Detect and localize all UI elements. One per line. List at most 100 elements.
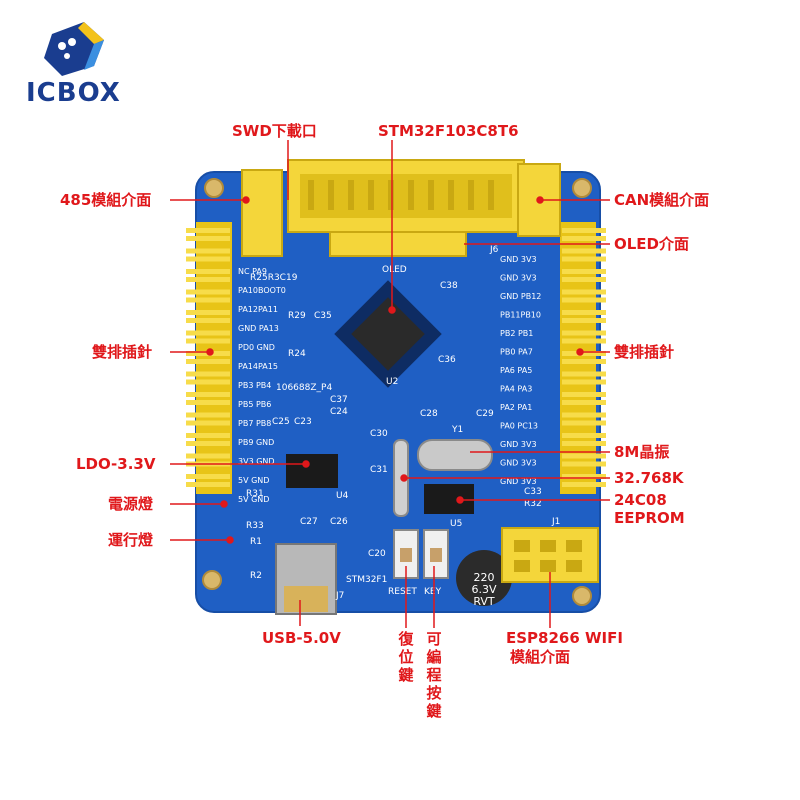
callout-oled: OLED介面 <box>614 235 690 253</box>
silk-r2: R2 <box>250 571 262 581</box>
silk-c38: C38 <box>440 281 458 291</box>
left-pin-label: PA12PA11 <box>238 305 278 314</box>
mount-hole-tr <box>572 178 592 198</box>
callout-header-left: 雙排插針 <box>92 343 153 361</box>
silk-c36: C36 <box>438 355 456 365</box>
callout-power-led: 電源燈 <box>108 495 154 513</box>
silk-u2: U2 <box>386 377 398 387</box>
right-pin <box>562 371 606 377</box>
silk-u4: U4 <box>336 491 349 501</box>
left-pin-header <box>186 222 232 494</box>
right-pin <box>562 236 606 241</box>
left-pin <box>186 330 230 336</box>
callout-wifi-1: ESP8266 WIFI <box>506 629 623 647</box>
silk-oled: OLED <box>382 265 407 275</box>
silk-c29: C29 <box>476 409 494 419</box>
right-pin-label: GND 3V3 <box>500 440 537 449</box>
silk-c23: C23 <box>294 417 312 427</box>
right-pin-label: PB11PB10 <box>500 311 541 320</box>
left-pin <box>186 412 230 418</box>
callout-can: CAN模組介面 <box>614 191 710 209</box>
silk-c24: C24 <box>330 407 348 417</box>
silk-r31: R31 <box>246 489 264 499</box>
left-pin <box>186 420 230 426</box>
silk-r1: R1 <box>250 537 262 547</box>
swd-pin <box>448 180 454 210</box>
callout-lines <box>170 140 610 628</box>
right-pin <box>562 248 606 254</box>
crystal-8m <box>417 439 493 471</box>
right-pin <box>562 433 606 438</box>
eeprom-chip <box>424 484 474 514</box>
silk-y1: Y1 <box>451 425 463 435</box>
cap-voltage-label: 6.3V <box>471 583 496 596</box>
right-pin-label: GND 3V3 <box>500 459 537 468</box>
callout-rs485: 485模組介面 <box>60 191 152 209</box>
right-pin-label: PB0 PA7 <box>500 348 533 357</box>
left-pin <box>186 269 230 274</box>
right-pin <box>562 330 606 336</box>
left-pin-label: PB7 PB8 <box>238 419 271 428</box>
right-pin-label: PA0 PC13 <box>500 422 538 431</box>
silk-r33: R33 <box>246 521 264 531</box>
right-pin <box>562 338 606 344</box>
mount-hole-bl <box>202 570 222 590</box>
left-pin <box>186 379 230 385</box>
swd-pin <box>468 180 474 210</box>
left-pin-label: PD0 GND <box>238 343 275 352</box>
left-pin-label: PA14PA15 <box>238 362 278 371</box>
right-pin-label: GND 3V3 <box>500 255 537 264</box>
right-pin <box>562 474 606 479</box>
key-button <box>423 529 449 579</box>
left-pin-label: 3V3 GND <box>238 457 275 466</box>
left-pin <box>186 236 230 241</box>
brand-name: ICBOX <box>26 78 121 108</box>
rs485-connector <box>241 169 283 257</box>
callout-crystal-8m: 8M晶振 <box>614 443 670 461</box>
electrolytic-capacitor: 220 6.3V RVT <box>456 550 512 608</box>
left-pin <box>186 289 230 295</box>
silk-c30: C30 <box>370 429 388 439</box>
right-pin-header <box>560 222 606 494</box>
right-pin <box>562 482 606 487</box>
cap-series-label: RVT <box>473 595 495 608</box>
silk-board-id: 106688Z_P4 <box>276 383 332 393</box>
silk-c37: C37 <box>330 395 348 405</box>
swd-pin <box>388 180 394 210</box>
oled-connector <box>329 231 467 257</box>
silk-c28: C28 <box>420 409 438 419</box>
left-pin <box>186 392 230 397</box>
silk-j7: J7 <box>335 591 344 601</box>
silk-key: KEY <box>424 587 442 597</box>
mount-hole-tl <box>204 178 224 198</box>
callout-crystal-32k: 32.768K <box>614 469 684 487</box>
ldo-chip <box>286 454 338 488</box>
left-pin <box>186 297 230 303</box>
callout-mcu: STM32F103C8T6 <box>378 122 519 140</box>
right-pin <box>562 412 606 418</box>
left-pin-label: PB3 PB4 <box>238 381 271 390</box>
left-pin <box>186 256 230 262</box>
silk-c31: C31 <box>370 465 388 475</box>
callout-ldo: LDO-3.3V <box>76 455 156 473</box>
silk-r32: R32 <box>524 499 542 509</box>
right-pin <box>562 277 606 282</box>
swd-pin <box>328 180 334 210</box>
mcu-chip <box>334 280 442 388</box>
right-pin <box>562 297 606 303</box>
logo-mark-icon <box>44 22 104 76</box>
right-pin <box>562 461 606 467</box>
silk-r29: R29 <box>288 311 306 321</box>
right-pin <box>562 351 606 356</box>
right-pin-label: GND 3V3 <box>500 274 537 283</box>
callout-swd: SWD下載口 <box>232 122 317 140</box>
right-pin <box>562 228 606 233</box>
callout-usb: USB-5.0V <box>262 629 341 647</box>
right-pin <box>562 269 606 274</box>
left-pin <box>186 453 230 459</box>
silk-brand-tag: STM32F1 <box>346 575 387 585</box>
silk-r24: R24 <box>288 349 306 359</box>
left-pin <box>186 400 230 405</box>
swd-pin <box>368 180 374 210</box>
left-pin <box>186 474 230 479</box>
